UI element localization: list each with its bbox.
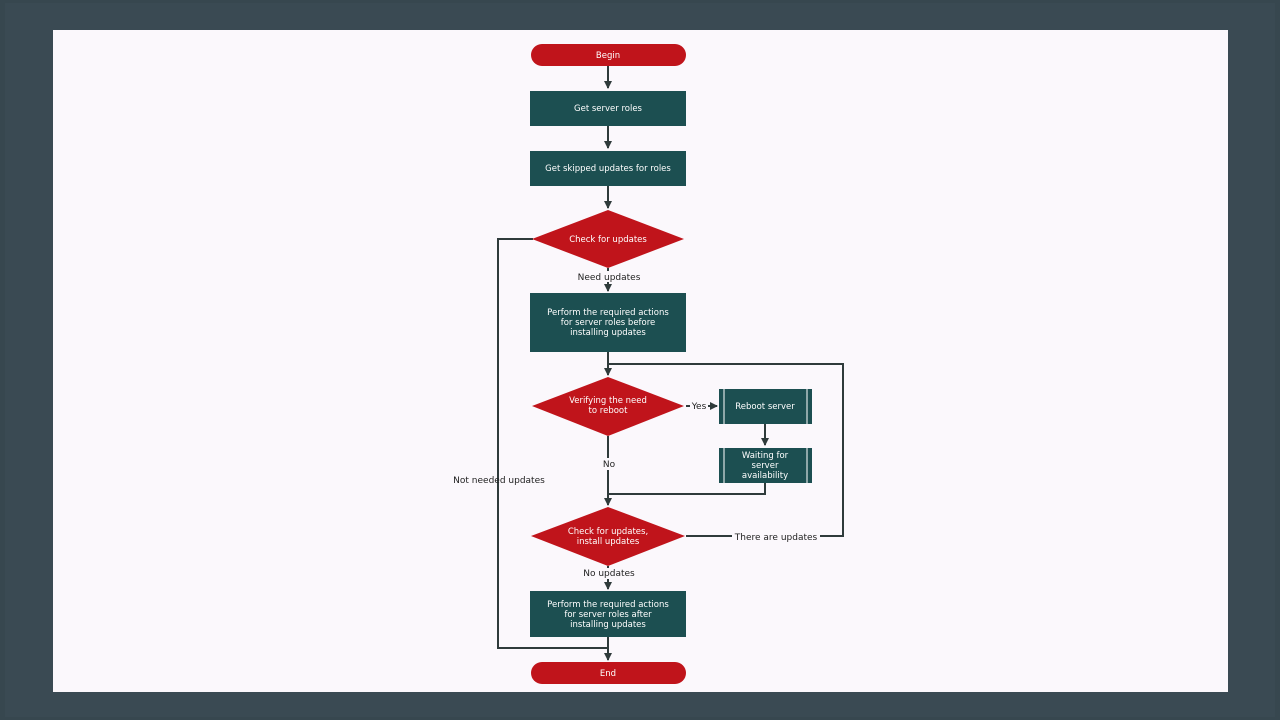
perform-actions-after-node: Perform the required actions for server … (530, 591, 686, 637)
not-needed-updates-label: Not needed updates (453, 476, 545, 486)
verify-reboot-line-1: Verifying the need (569, 396, 647, 406)
get-server-roles-node: Get server roles (530, 91, 686, 126)
check-for-updates-decision: Check for updates (532, 210, 684, 268)
reboot-server-label: Reboot server (735, 402, 795, 412)
get-skipped-updates-node: Get skipped updates for roles (530, 151, 686, 186)
begin-terminator: Begin (531, 44, 686, 66)
diagram-canvas (53, 30, 1228, 692)
verify-reboot-line-2: to reboot (589, 406, 629, 416)
perform-before-line-3: installing updates (570, 328, 646, 338)
edge-waiting-to-merge (608, 483, 766, 495)
there-are-updates-label: There are updates (734, 533, 818, 543)
perform-after-line-2: for server roles after (564, 610, 652, 620)
waiting-line-3: availability (742, 471, 788, 481)
perform-after-line-3: installing updates (570, 620, 646, 630)
verify-reboot-decision: Verifying the need to reboot (532, 377, 684, 436)
connectors (497, 66, 844, 661)
begin-label: Begin (596, 51, 620, 61)
reboot-server-subprocess: Reboot server (719, 389, 812, 424)
end-terminator: End (531, 662, 686, 684)
perform-before-line-2: for server roles before (561, 318, 656, 328)
check-install-line-2: install updates (577, 537, 640, 547)
no-label: No (603, 460, 616, 470)
need-updates-label: Need updates (578, 273, 641, 283)
waiting-line-2: server (752, 461, 779, 471)
check-for-updates-label: Check for updates (569, 235, 647, 245)
check-install-updates-decision: Check for updates, install updates (531, 507, 685, 566)
perform-before-line-1: Perform the required actions (547, 308, 669, 318)
yes-label: Yes (691, 402, 707, 412)
check-install-line-1: Check for updates, (568, 527, 648, 537)
perform-actions-before-node: Perform the required actions for server … (530, 293, 686, 352)
get-skipped-updates-label: Get skipped updates for roles (545, 164, 671, 174)
edge-not-needed-loop (497, 238, 608, 649)
edge-loop-there-are-updates (608, 363, 844, 537)
no-updates-label: No updates (583, 569, 635, 579)
get-server-roles-label: Get server roles (574, 104, 643, 114)
end-label: End (600, 669, 616, 679)
perform-after-line-1: Perform the required actions (547, 600, 669, 610)
waiting-line-1: Waiting for (742, 451, 789, 461)
waiting-availability-subprocess: Waiting for server availability (719, 448, 812, 483)
